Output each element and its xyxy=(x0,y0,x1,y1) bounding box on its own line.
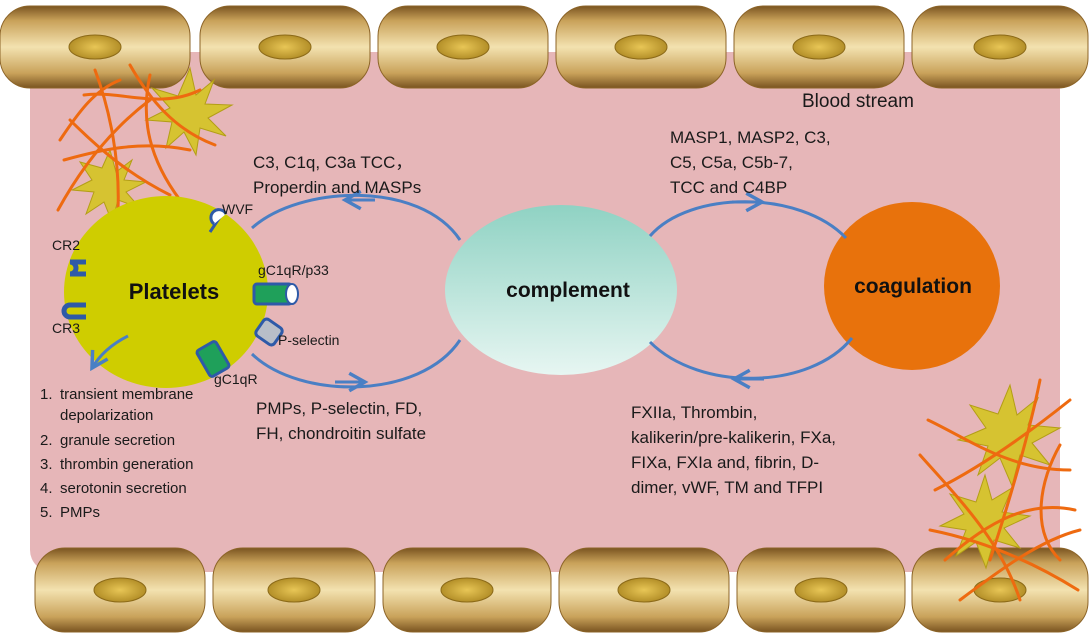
endothelial-cell xyxy=(0,5,191,89)
factor-line: dimer, vWF, TM and TFPI xyxy=(631,478,823,497)
effect-text: serotonin secretion xyxy=(60,480,187,497)
platelets-label: Platelets xyxy=(129,279,220,304)
factor-line: PMPs, P-selectin, FD, xyxy=(256,399,422,418)
factor-line: C5, C5a, C5b-7, xyxy=(670,153,793,172)
fibrin-strands xyxy=(918,378,1082,602)
factor-line: MASP1, MASP2, C3, xyxy=(670,128,831,147)
cr2-label: CR2 xyxy=(52,237,80,253)
factor-line: C3, C1q, C3a TCC， xyxy=(253,153,412,172)
blood-stream-label: Blood stream xyxy=(802,91,914,112)
effect-number: 2. xyxy=(40,432,53,449)
effect-text: PMPs xyxy=(60,504,100,521)
effect-number: 4. xyxy=(40,480,53,497)
endothelial-cell xyxy=(34,547,206,633)
vwf-receptor: WVF xyxy=(208,201,253,233)
endothelial-cells-top xyxy=(0,5,1089,89)
activated-platelet-star xyxy=(144,66,234,157)
platelet-effect-arrow xyxy=(92,334,129,368)
endothelial-cell xyxy=(558,547,730,633)
effect-number: 3. xyxy=(40,456,53,473)
effect-text: thrombin generation xyxy=(60,456,193,473)
endothelial-cell xyxy=(555,5,727,89)
endothelial-cell xyxy=(736,547,906,633)
gc1qr-p33-label: gC1qR/p33 xyxy=(258,262,329,278)
endothelial-cell xyxy=(382,547,552,633)
vwf-label: WVF xyxy=(222,201,253,217)
p-selectin-receptor: P-selectin xyxy=(254,317,339,348)
cr3-label: CR3 xyxy=(52,320,80,336)
complement-node xyxy=(445,205,677,375)
cr2-receptor: CR2 xyxy=(52,237,86,277)
cr3-receptor: CR3 xyxy=(52,302,86,336)
endothelial-cell xyxy=(212,547,376,633)
gc1qr-receptor: gC1qR xyxy=(195,340,258,387)
coagulation-node xyxy=(824,202,1000,370)
effect-text: depolarization xyxy=(60,407,153,424)
platelets-to-complement-factors: PMPs, P-selectin, FD, FH, chondroitin su… xyxy=(256,399,427,443)
platelet-cell xyxy=(64,196,268,388)
factor-line: FXIIa, Thrombin, xyxy=(631,403,757,422)
coagulation-label: coagulation xyxy=(854,275,972,298)
complement-label: complement xyxy=(506,279,630,302)
effect-number: 5. xyxy=(40,504,53,521)
factor-line: FH, chondroitin sulfate xyxy=(256,424,426,443)
p-selectin-label: P-selectin xyxy=(278,332,339,348)
factor-line: TCC and C4BP xyxy=(670,178,787,197)
platelet-effects-list: 1. transient membrane depolarization 2. … xyxy=(40,386,198,521)
coagulation-to-complement-factors: FXIIa, Thrombin, kalikerin/pre-kalikerin… xyxy=(631,403,841,497)
gc1qr-label: gC1qR xyxy=(214,371,258,387)
endothelial-cell xyxy=(911,5,1089,89)
factor-line: Properdin and MASPs xyxy=(253,178,421,197)
factor-line: FIXa, FXIa and, fibrin, D- xyxy=(631,453,819,472)
endothelial-cell xyxy=(733,5,905,89)
endothelial-cell xyxy=(911,547,1089,633)
gc1qr-p33-receptor: gC1qR/p33 xyxy=(252,262,329,306)
complement-to-platelets-factors: C3, C1q, C3a TCC， Properdin and MASPs xyxy=(253,153,421,197)
effect-text: transient membrane xyxy=(60,386,193,403)
fibrin-clot-top-left xyxy=(56,63,234,224)
complement-to-coagulation-factors: MASP1, MASP2, C3, C5, C5a, C5b-7, TCC an… xyxy=(670,128,835,197)
effect-number: 1. xyxy=(40,386,53,403)
factor-line: kalikerin/pre-kalikerin, FXa, xyxy=(631,428,836,447)
fibrin-strands xyxy=(56,63,217,212)
effect-text: granule secretion xyxy=(60,432,175,449)
endothelial-cell xyxy=(377,5,549,89)
endothelial-cell xyxy=(199,5,371,89)
fibrin-clot-bottom-right xyxy=(918,378,1082,602)
